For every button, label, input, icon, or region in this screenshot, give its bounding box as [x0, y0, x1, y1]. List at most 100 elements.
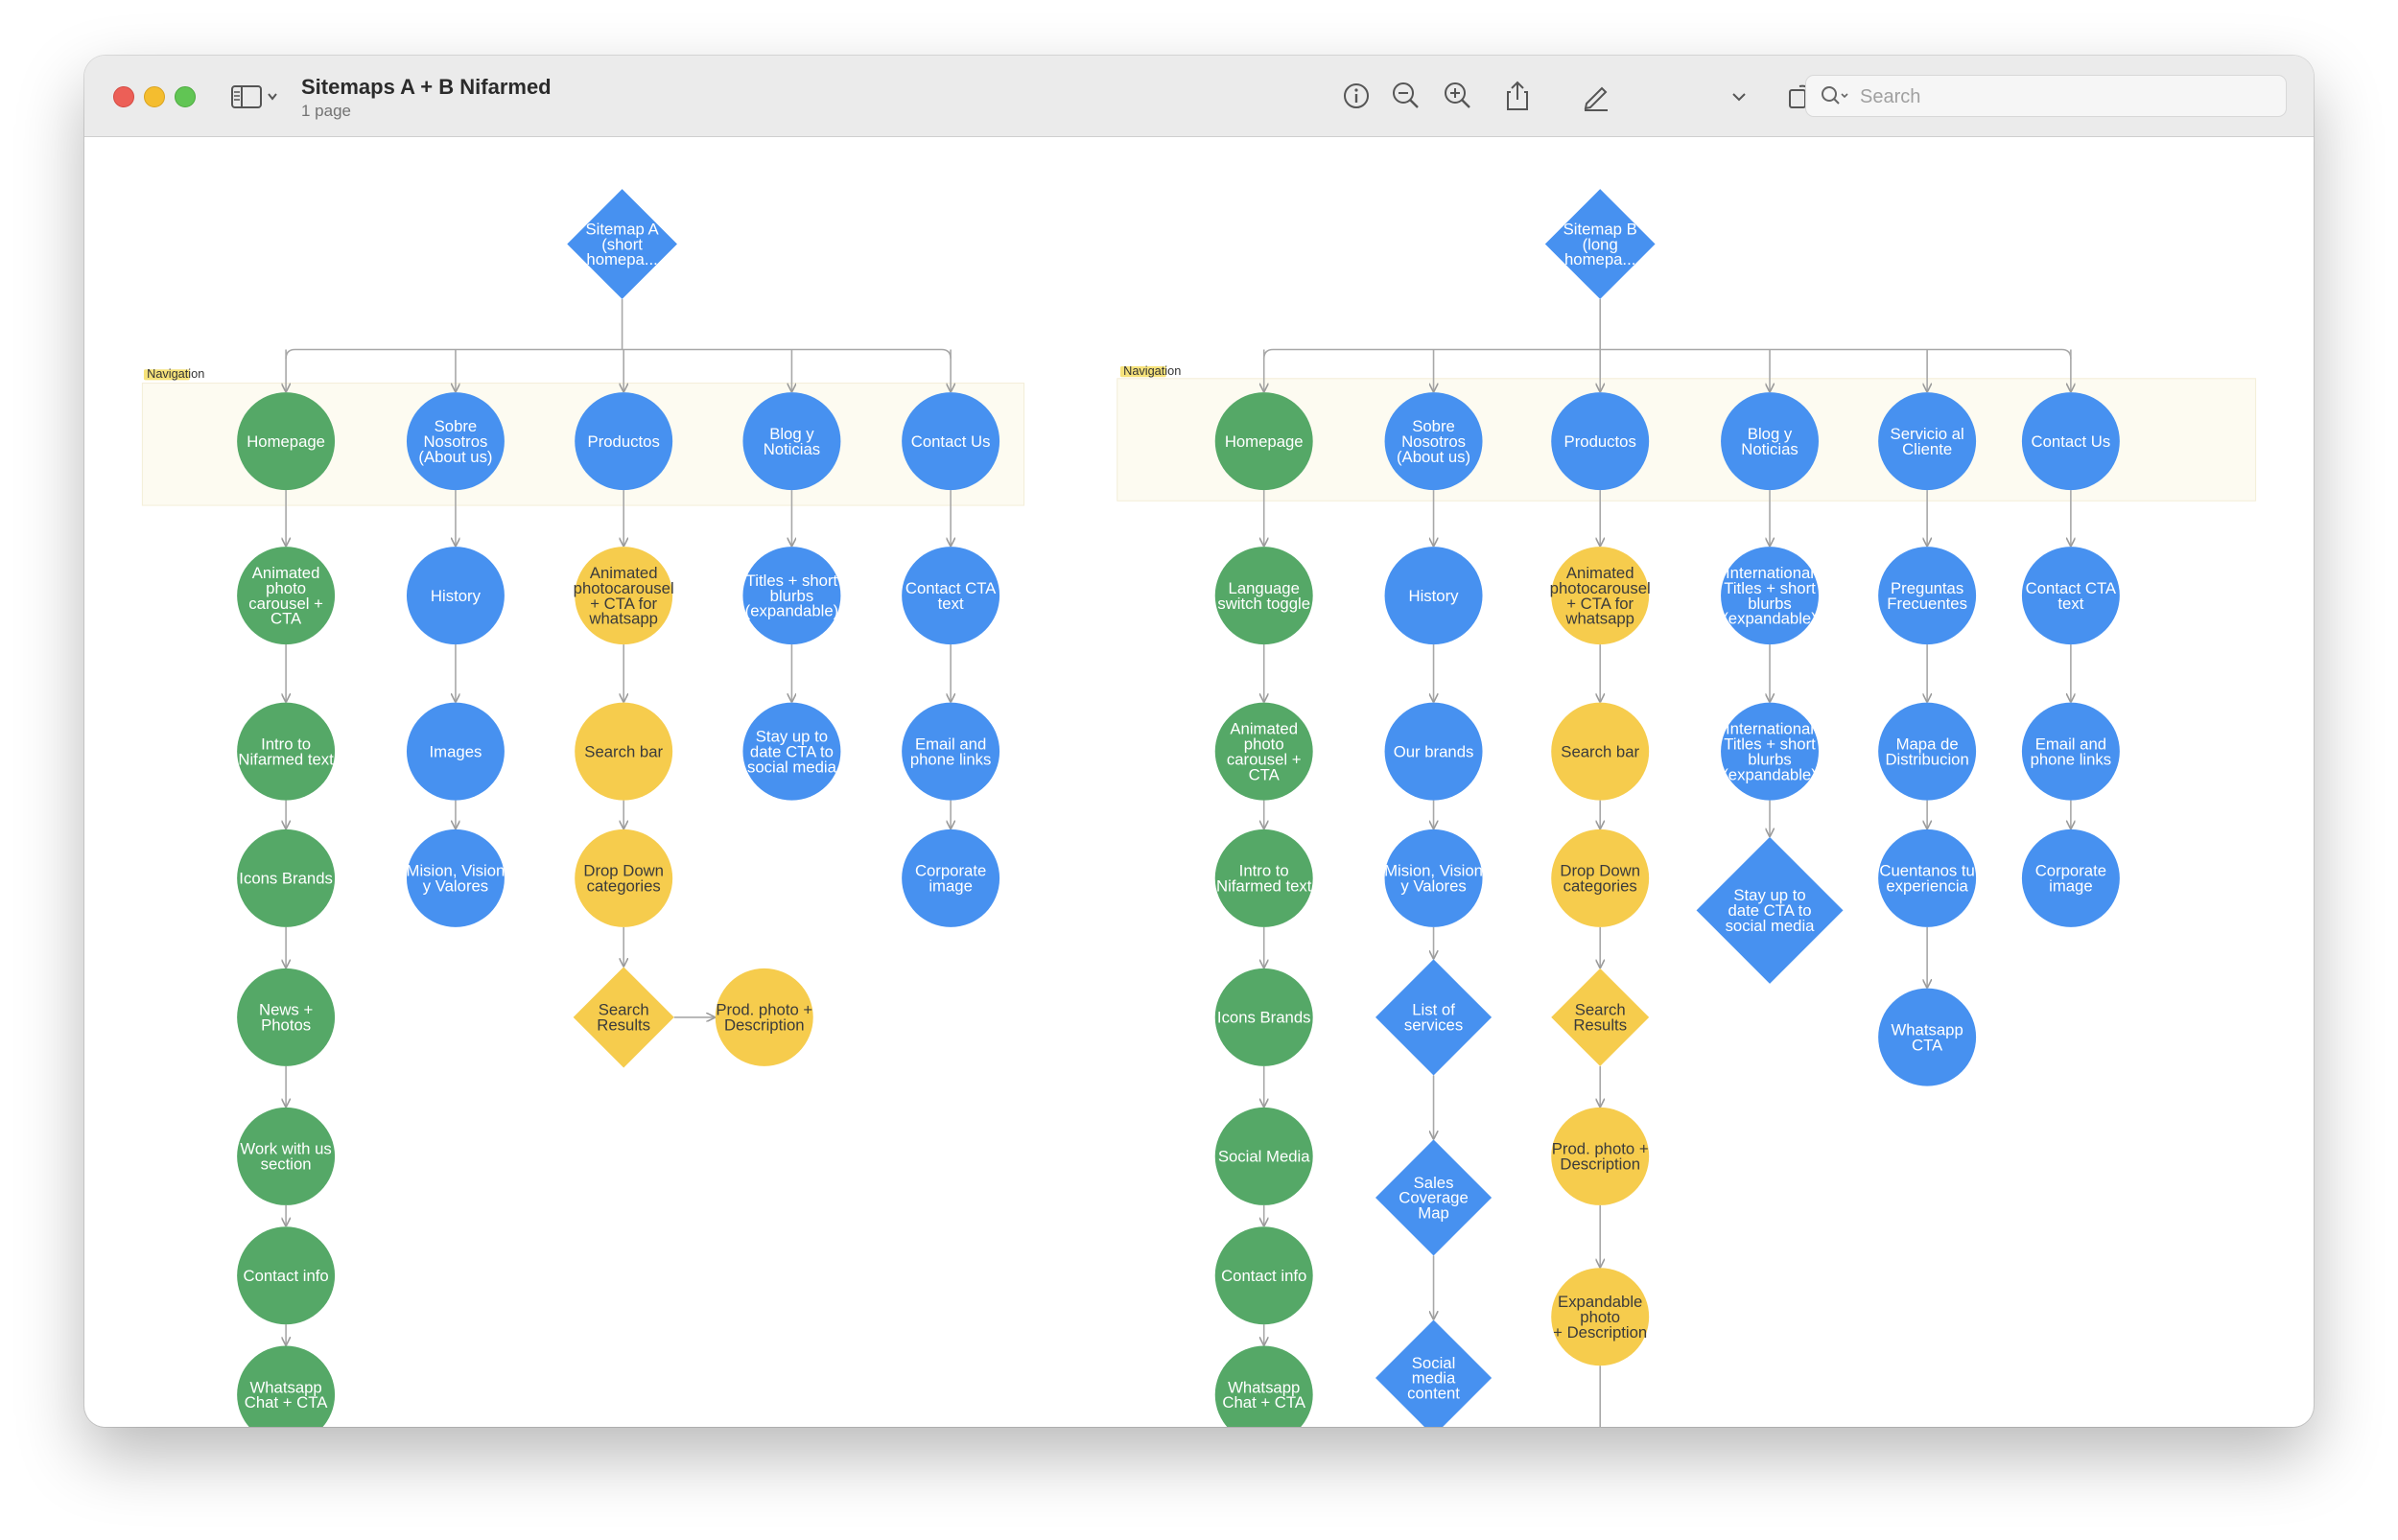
blue-circle-node	[1384, 392, 1483, 491]
node-b1[interactable]: Homepage	[1214, 392, 1313, 491]
node-b1_6[interactable]: Contact info	[1214, 1226, 1313, 1325]
share-icon[interactable]	[1500, 79, 1535, 113]
navigation-tag-a-label: Navigation	[147, 366, 204, 381]
blue-circle-node	[1878, 702, 1977, 801]
blue-circle-node	[575, 392, 673, 491]
node-a1[interactable]: Homepage	[237, 392, 336, 491]
node-a2_2[interactable]: Images	[406, 702, 505, 801]
node-b2_2[interactable]: Our brands	[1384, 702, 1483, 801]
node-label: Homepage	[1225, 432, 1304, 451]
document-title: Sitemaps A + B Nifarmed	[301, 75, 552, 99]
minimize-button[interactable]	[144, 86, 165, 107]
node-a1_6[interactable]: Contact info	[237, 1226, 336, 1325]
zoom-out-icon[interactable]	[1389, 79, 1423, 113]
blue-diamond-node	[1375, 1139, 1493, 1256]
green-circle-node	[237, 968, 336, 1066]
markup-pen-icon[interactable]	[1579, 79, 1613, 113]
green-circle-node	[1214, 392, 1313, 491]
node-b3_2[interactable]: Search bar	[1551, 702, 1650, 801]
blue-circle-node	[406, 392, 505, 491]
node-a1_3[interactable]: Icons Brands	[237, 828, 336, 927]
search-icon	[1822, 86, 1848, 105]
node-a5[interactable]: Contact Us	[902, 392, 1000, 491]
node-b1_5[interactable]: Social Media	[1214, 1107, 1313, 1205]
node-a3_2[interactable]: Search bar	[575, 702, 673, 801]
preview-window: Sitemaps A + B Nifarmed 1 page	[84, 56, 2314, 1427]
node-a2_1[interactable]: History	[406, 547, 505, 645]
green-circle-node	[1214, 547, 1313, 645]
zoom-in-icon[interactable]	[1441, 79, 1475, 113]
close-button[interactable]	[113, 86, 134, 107]
title-bar: Sitemaps A + B Nifarmed 1 page	[84, 56, 2314, 137]
node-b3_5[interactable]: Prod. photo +Description	[1551, 1107, 1650, 1205]
yellow-circle-node	[1551, 547, 1650, 645]
node-a3_5[interactable]: Prod. photo +Description	[715, 968, 813, 1066]
node-label: Productos	[1564, 432, 1636, 451]
node-a1_4[interactable]: News +Photos	[237, 968, 336, 1066]
tree-connector-bus	[1262, 348, 2072, 360]
node-a3[interactable]: Productos	[575, 392, 673, 491]
blue-circle-node	[406, 702, 505, 801]
node-b1_4[interactable]: Icons Brands	[1214, 968, 1313, 1066]
node-b6[interactable]: Contact Us	[2021, 392, 2120, 491]
node-b2_1[interactable]: History	[1384, 547, 1483, 645]
yellow-circle-node	[1551, 828, 1650, 927]
sidebar-toggle-icon[interactable]	[230, 84, 280, 109]
node-b3[interactable]: Productos	[1551, 392, 1650, 491]
info-icon[interactable]	[1339, 79, 1374, 113]
search-input[interactable]: Search	[1805, 75, 2287, 117]
yellow-circle-node	[575, 547, 673, 645]
chevron-down-icon[interactable]	[1728, 79, 1750, 113]
maximize-button[interactable]	[175, 86, 196, 107]
